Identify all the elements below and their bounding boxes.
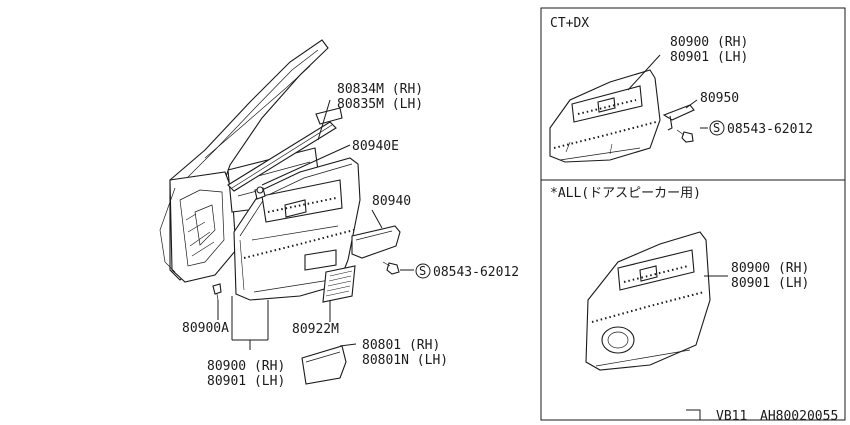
- callout-80901-main: 80901 (LH): [207, 374, 285, 389]
- inset-top-trim: [549, 69, 661, 163]
- inset-top-08543: 08543-62012: [727, 122, 813, 137]
- callout-80835m: 80835M (LH): [337, 97, 423, 112]
- screw-symbol-circle: [415, 263, 431, 279]
- callout-80940e: 80940E: [352, 139, 399, 154]
- clip-80940e: [254, 186, 266, 200]
- screw-symbol-s: S: [419, 264, 426, 278]
- inset-bracket: [662, 104, 695, 131]
- callout-80922m: 80922M: [292, 322, 339, 337]
- inset-bottom-80901: 80901 (LH): [731, 276, 809, 291]
- leader-lines: [217, 99, 414, 350]
- callout-08543-main: 08543-62012: [433, 265, 519, 280]
- inset-bottom-trim: [585, 231, 711, 371]
- inset-top-80901: 80901 (LH): [670, 50, 748, 65]
- inset-screw: [676, 129, 694, 143]
- inset-bottom-80900: 80900 (RH): [731, 261, 809, 276]
- callout-80834m: 80834M (RH): [337, 82, 423, 97]
- trim-clip: [212, 283, 222, 301]
- screw-main: [382, 261, 400, 275]
- inset-top-80900: 80900 (RH): [670, 35, 748, 50]
- pocket: [301, 345, 347, 385]
- callout-80801: 80801 (RH): [362, 338, 440, 353]
- inset-frame: [540, 7, 846, 421]
- inset-bottom-title: *ALL(ドアスピーカー用): [550, 186, 701, 201]
- inset-top-title: CT+DX: [550, 16, 589, 31]
- footer-model: VB11: [716, 409, 747, 424]
- inset-top-80950: 80950: [700, 91, 739, 106]
- inset-screw-symbol-circle: [709, 120, 725, 136]
- leader-inset-bracket: [685, 99, 698, 109]
- inset-screw-symbol-s: S: [713, 121, 720, 135]
- callout-80900a: 80900A: [182, 321, 229, 336]
- callout-80801n: 80801N (LH): [362, 353, 448, 368]
- door-trim-panel: [233, 157, 361, 301]
- footer-code: AH80020055: [760, 409, 838, 424]
- leader-inset-trim: [627, 54, 661, 91]
- weatherstrip: [227, 107, 343, 192]
- armrest: [351, 225, 401, 259]
- pad: [322, 265, 356, 303]
- callout-80940: 80940: [372, 194, 411, 209]
- callout-80900-main: 80900 (RH): [207, 359, 285, 374]
